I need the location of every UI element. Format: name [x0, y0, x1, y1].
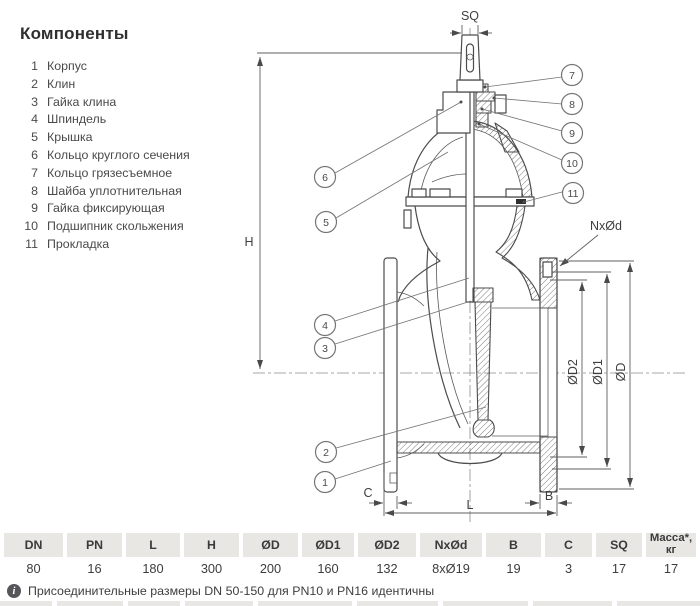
list-item: 6 Кольцо круглого сечения — [31, 147, 190, 162]
list-item: 8 Шайба уплотнительная — [31, 183, 182, 198]
header-cell: H — [184, 533, 239, 557]
svg-text:7: 7 — [569, 70, 575, 82]
c-label: C — [363, 486, 372, 500]
callout-leaders — [334, 76, 563, 480]
header-cell: ØD — [243, 533, 298, 557]
value-cell: 16 — [87, 560, 102, 576]
header-cell: B — [486, 533, 541, 557]
list-item: 1 Корпус — [31, 59, 87, 73]
svg-text:5: 5 — [323, 217, 329, 229]
value-cell: 300 — [200, 560, 223, 576]
nxod-label: NxØd — [590, 219, 622, 233]
callout-3: 3 — [313, 336, 337, 360]
value-cell: 160 — [317, 560, 339, 576]
svg-text:2: 2 — [323, 447, 329, 459]
footnote-text: Присоединительные размеры DN 50-150 для … — [28, 584, 435, 598]
header-cell: SQ — [596, 533, 642, 557]
l-label: L — [467, 498, 474, 512]
list-item: 4 Шпиндель — [31, 112, 107, 127]
body-wall-section — [495, 205, 541, 301]
h-label: H — [244, 235, 253, 249]
header-cell: NxØd — [420, 533, 482, 557]
value-cell: 19 — [506, 560, 521, 576]
callout-6: 6 — [313, 165, 337, 189]
value-cell: 80 — [26, 560, 41, 576]
info-icon: i — [7, 584, 21, 598]
dimension-table: DN PN L H ØD ØD1 ØD2 NxØd B C SQ Масса*,… — [0, 532, 700, 579]
value-cell: 132 — [376, 560, 398, 576]
value-cell: 8xØ19 — [432, 560, 470, 576]
callout-7: 7 — [560, 63, 584, 87]
callout-9: 9 — [560, 121, 584, 145]
header-cell: C — [545, 533, 592, 557]
seal-washer — [475, 91, 496, 102]
list-item: 11 Прокладка — [25, 236, 110, 251]
callout-1: 1 — [313, 470, 337, 494]
wedge-section — [474, 301, 492, 421]
od-label: ØD — [614, 363, 628, 382]
dimension-l: L — [385, 495, 558, 516]
svg-text:6: 6 — [322, 172, 328, 184]
dimension-b: B — [525, 489, 572, 509]
svg-text:9: 9 — [569, 128, 575, 140]
dimension-sq: SQ — [450, 9, 492, 36]
callout-11: 11 — [561, 181, 585, 205]
components-list: Компоненты 1 Корпус 2 Клин 3 Гайка клина… — [20, 24, 245, 254]
cutoff-table-row — [0, 601, 700, 606]
value-cell: 17 — [663, 560, 679, 576]
header-cell: ØD1 — [302, 533, 354, 557]
svg-text:10: 10 — [566, 158, 578, 170]
value-cell: 200 — [259, 560, 282, 576]
components-title: Компоненты — [20, 24, 129, 43]
svg-text:1: 1 — [322, 477, 328, 489]
b-label: B — [545, 489, 553, 503]
list-item: 5 Крышка — [31, 130, 93, 145]
wedge-nut — [472, 287, 494, 303]
sq-label: SQ — [461, 9, 479, 23]
callout-2: 2 — [314, 440, 338, 464]
dimension-nxod: NxØd — [559, 219, 622, 267]
svg-text:11: 11 — [568, 188, 579, 200]
svg-text:8: 8 — [569, 99, 575, 111]
list-item: 9 Гайка фиксирующая — [31, 201, 165, 216]
header-cell: L — [126, 533, 180, 557]
svg-text:3: 3 — [322, 343, 328, 355]
valve-section-drawing: SQ H NxØd ØD2 ØD1 ØD — [244, 9, 688, 522]
list-item: 2 Клин — [31, 76, 76, 91]
list-item: 10 Подшипник скольжения — [24, 219, 184, 234]
header-cell: DN — [4, 533, 63, 557]
dimension-c: C — [363, 472, 412, 516]
value-cell: 17 — [611, 560, 627, 576]
header-cell: Масса*, кг — [646, 532, 696, 557]
dimension-h: H — [244, 52, 462, 369]
callout-10: 10 — [560, 151, 584, 175]
svg-text:4: 4 — [322, 320, 328, 332]
value-cell: 3 — [564, 560, 573, 576]
od1-label: ØD1 — [591, 359, 605, 385]
bolt-hole — [542, 261, 553, 278]
list-item: 7 Кольцо грязесъемное — [31, 165, 173, 180]
table-header-row: DN PN L H ØD ØD1 ØD2 NxØd B C SQ Масса*,… — [0, 532, 700, 557]
dimension-od: ØD — [559, 260, 634, 490]
footnote: i Присоединительные размеры DN 50-150 дл… — [7, 584, 434, 598]
gasket — [516, 199, 526, 204]
table-value-row: 80 16 180 300 200 160 132 8xØ19 19 3 17 … — [0, 557, 700, 579]
callout-5: 5 — [314, 210, 338, 234]
list-item: 3 Гайка клина — [31, 94, 117, 109]
callout-8: 8 — [560, 92, 584, 116]
body-bottom-section — [396, 441, 541, 454]
valve-body — [383, 34, 558, 493]
header-cell: ØD2 — [358, 533, 416, 557]
callout-4: 4 — [313, 313, 337, 337]
dimension-od2: ØD2 — [550, 279, 587, 458]
value-cell: 180 — [142, 560, 164, 576]
stem-collar — [456, 79, 484, 93]
header-cell: PN — [67, 533, 122, 557]
wedge-outline — [426, 247, 461, 429]
left-flange — [383, 257, 398, 493]
od2-label: ØD2 — [566, 359, 580, 385]
dimension-od1: ØD1 — [552, 271, 611, 470]
